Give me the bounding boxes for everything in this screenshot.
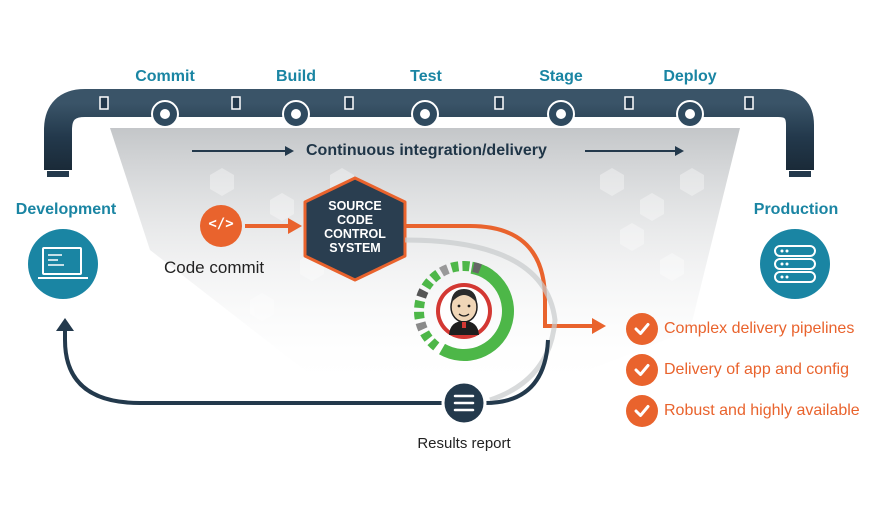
stage-label-stage: Stage <box>539 68 583 85</box>
stage-label-commit: Commit <box>135 68 195 85</box>
ring-segment <box>462 261 471 272</box>
code-icon <box>200 205 242 247</box>
stage-label-build: Build <box>276 68 316 85</box>
ci-arrows <box>192 146 684 156</box>
scm-label: SOURCE CODE CONTROL SYSTEM <box>324 199 386 255</box>
benefit-text: Delivery of app and config <box>664 361 849 378</box>
benefit-item: Delivery of app and config <box>626 354 849 386</box>
ring-segment <box>421 278 434 290</box>
hex-pattern <box>210 168 704 321</box>
feedback-loop <box>63 326 445 405</box>
jenkins-ring <box>414 261 514 361</box>
ring-segment <box>414 311 425 320</box>
laptop-icon <box>38 247 88 279</box>
ring-segment <box>415 321 428 332</box>
ring-segment <box>416 288 429 299</box>
pipeline <box>44 89 814 177</box>
jenkins-logo <box>436 283 492 339</box>
delivery-arrow <box>592 318 606 334</box>
document-icon <box>441 380 487 426</box>
scm-line-1: SOURCE <box>328 199 382 213</box>
stage-label-deploy: Deploy <box>663 68 717 85</box>
ring-segment <box>427 338 440 351</box>
check-icon <box>626 354 658 386</box>
scm-hexagon <box>303 176 407 282</box>
benefit-item: Complex delivery pipelines <box>626 313 854 345</box>
check-icon <box>626 313 658 345</box>
ring-segment <box>439 264 450 277</box>
production-circle <box>760 229 830 299</box>
benefit-item: Robust and highly available <box>626 395 860 427</box>
results-label: Results report <box>417 435 511 452</box>
ring-segment <box>472 262 482 274</box>
check-icon <box>626 395 658 427</box>
scm-line-2: CODE <box>336 213 374 227</box>
stage-label-test: Test <box>410 68 442 85</box>
benefit-text: Robust and highly available <box>664 402 860 419</box>
development-label: Development <box>15 201 117 218</box>
ring-progress-arc <box>439 261 514 361</box>
code-icon-text: </> <box>208 216 234 232</box>
feedback-arrow <box>56 318 74 331</box>
ring-segment <box>429 270 442 283</box>
benefit-text: Complex delivery pipelines <box>664 320 855 337</box>
code-commit-arrow <box>245 218 302 234</box>
ring-segment <box>420 330 433 342</box>
development-circle <box>28 229 98 299</box>
ring-segment <box>481 266 493 279</box>
stage-valves <box>151 100 704 128</box>
scm-line-3: CONTROL <box>324 227 386 241</box>
ring-segment <box>414 299 426 309</box>
server-icon <box>774 245 816 283</box>
delivery-flow <box>405 224 592 328</box>
ci-label: Continuous integration/delivery <box>306 142 547 159</box>
ring-segment <box>450 261 460 273</box>
code-commit-label: Code commit <box>164 258 265 277</box>
production-label: Production <box>753 201 839 218</box>
scm-line-4: SYSTEM <box>329 241 381 255</box>
